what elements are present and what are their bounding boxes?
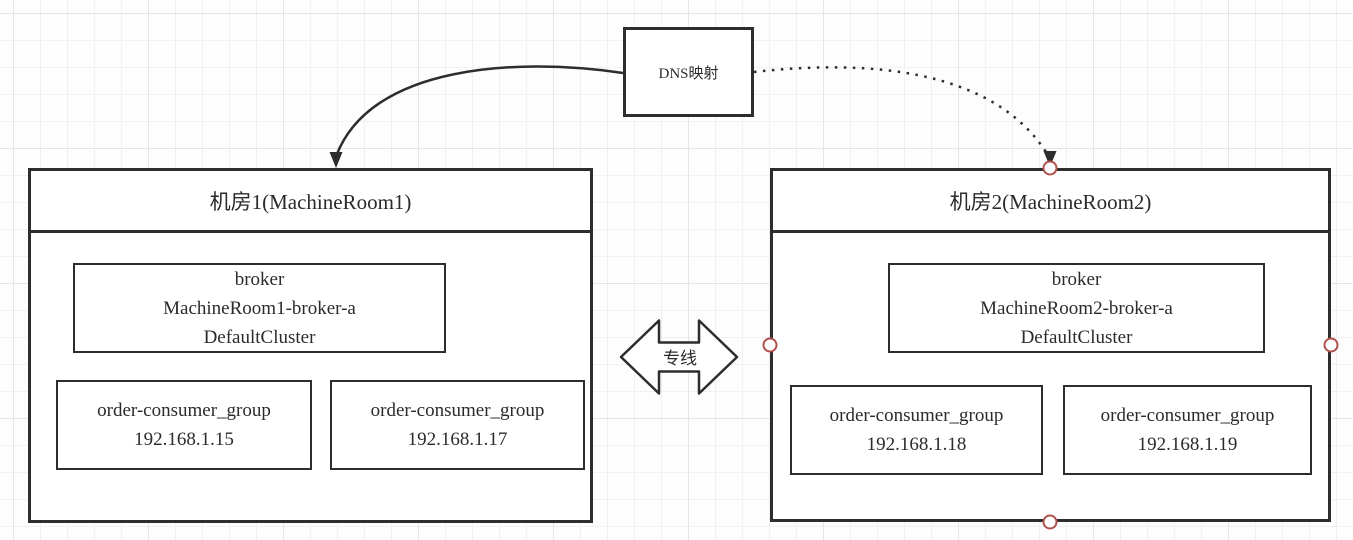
- broker-type-label: broker: [234, 268, 285, 290]
- broker-type-label: broker: [1051, 268, 1102, 290]
- broker-name-label: MachineRoom1-broker-a: [163, 297, 356, 319]
- machine-room-2: 机房2(MachineRoom2) broker MachineRoom2-br…: [770, 168, 1331, 522]
- dns-mapping-box: DNS映射: [623, 27, 754, 117]
- consumer-group-ip: 192.168.1.17: [407, 429, 508, 450]
- machine-room-2-header: 机房2(MachineRoom2): [773, 171, 1328, 233]
- machine-room-1-consumer-box-2: order-consumer_group 192.168.1.17: [330, 380, 585, 470]
- dns-mapping-label: DNS映射: [658, 65, 719, 82]
- dns-to-room2-arrowhead-icon: [1043, 151, 1057, 167]
- consumer-group-ip: 192.168.1.15: [134, 429, 234, 450]
- machine-room-1-title: 机房1(MachineRoom1): [209, 189, 412, 214]
- machine-room-1-consumer-box-1: order-consumer_group 192.168.1.15: [56, 380, 312, 470]
- broker-name-label: MachineRoom2-broker-a: [980, 297, 1173, 319]
- consumer-group-name: order-consumer_group: [370, 400, 545, 421]
- consumer-group-name: order-consumer_group: [829, 405, 1004, 426]
- machine-room-2-title: 机房2(MachineRoom2): [949, 189, 1152, 214]
- consumer-group-ip: 192.168.1.18: [866, 434, 967, 455]
- dedicated-line-label: 专线: [663, 349, 697, 368]
- machine-room-2-broker-box: broker MachineRoom2-broker-a DefaultClus…: [888, 263, 1265, 353]
- machine-room-1-header: 机房1(MachineRoom1): [31, 171, 590, 233]
- dns-to-room2-edge: [753, 66, 1048, 153]
- broker-cluster-label: DefaultCluster: [203, 326, 316, 348]
- machine-room-1: 机房1(MachineRoom1) broker MachineRoom1-br…: [28, 168, 593, 523]
- machine-room-2-consumer-box-2: order-consumer_group 192.168.1.19: [1063, 385, 1312, 475]
- dns-to-room1-edge: [335, 65, 624, 155]
- broker-cluster-label: DefaultCluster: [1020, 326, 1133, 348]
- dns-to-room1-arrowhead-icon: [329, 152, 343, 168]
- machine-room-1-broker-box: broker MachineRoom1-broker-a DefaultClus…: [73, 263, 446, 353]
- consumer-group-name: order-consumer_group: [1100, 405, 1275, 426]
- consumer-group-ip: 192.168.1.19: [1137, 434, 1238, 455]
- machine-room-2-consumer-box-1: order-consumer_group 192.168.1.18: [790, 385, 1043, 475]
- consumer-group-name: order-consumer_group: [97, 400, 271, 421]
